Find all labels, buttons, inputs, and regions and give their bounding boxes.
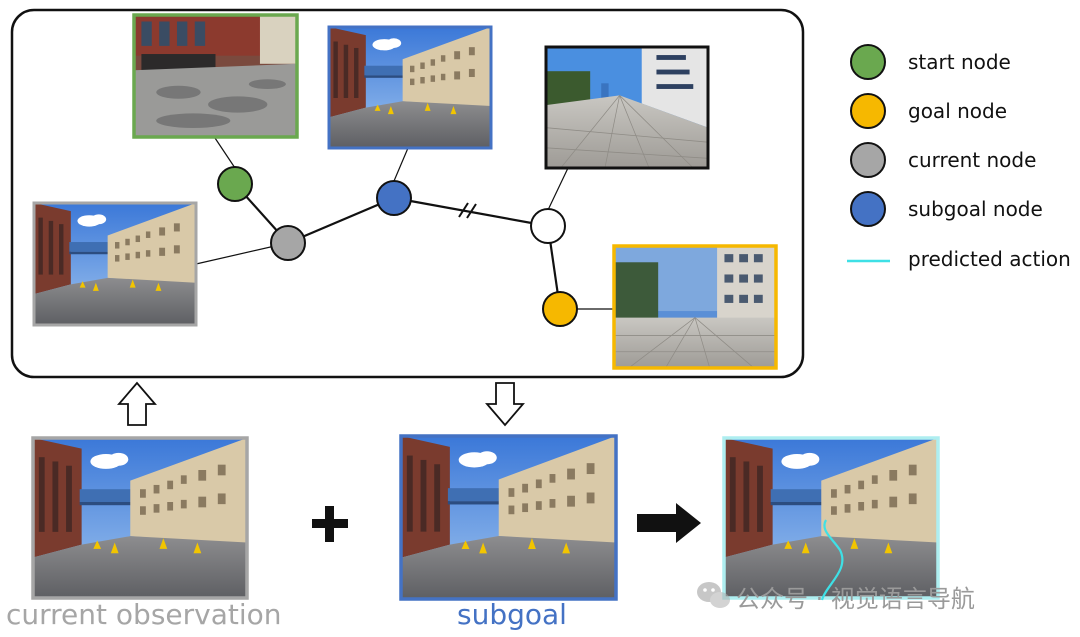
watermark-text: 公众号 · 视觉语言导航: [736, 585, 975, 613]
start-node: [217, 166, 253, 202]
thumb-subgoal-image: [327, 25, 493, 150]
legend-current-label: current node: [908, 148, 1037, 172]
predicted-action-image: [722, 436, 940, 601]
down-arrow-icon: [485, 382, 525, 427]
current-observation-caption: current observation: [6, 598, 282, 631]
legend-goal-label: goal node: [908, 99, 1008, 123]
current-observation-image: [31, 436, 249, 600]
legend-start-swatch: [850, 44, 886, 80]
connector-subgoal-image: [393, 147, 409, 182]
connector-waypoint-image: [547, 167, 569, 211]
legend-start-label: start node: [908, 50, 1011, 74]
predicted-action-path: [820, 519, 844, 601]
legend-current-swatch: [850, 142, 886, 178]
edge-current-subgoal: [287, 196, 395, 245]
goal-node: [542, 291, 578, 327]
thumb-current-observation: [32, 201, 198, 327]
waypoint-node: [530, 208, 566, 244]
legend-action-label: predicted action: [908, 247, 1071, 271]
right-arrow-icon: [637, 503, 701, 543]
connector-start-image: [214, 137, 236, 169]
subgoal-image: [399, 434, 618, 601]
subgoal-node: [376, 180, 412, 216]
edge-break-mark: [458, 202, 477, 219]
legend-goal-swatch: [850, 93, 886, 129]
plus-icon: [312, 506, 348, 542]
thumb-goal-image: [612, 244, 778, 370]
thumb-waypoint-image: [544, 45, 710, 170]
current-node: [270, 225, 306, 261]
up-arrow-icon: [117, 381, 157, 426]
legend-subgoal-label: subgoal node: [908, 197, 1043, 221]
thumb-start-image: [132, 13, 299, 139]
subgoal-caption: subgoal: [457, 598, 567, 631]
legend-subgoal-swatch: [850, 191, 886, 227]
wechat-icon: [697, 582, 730, 608]
